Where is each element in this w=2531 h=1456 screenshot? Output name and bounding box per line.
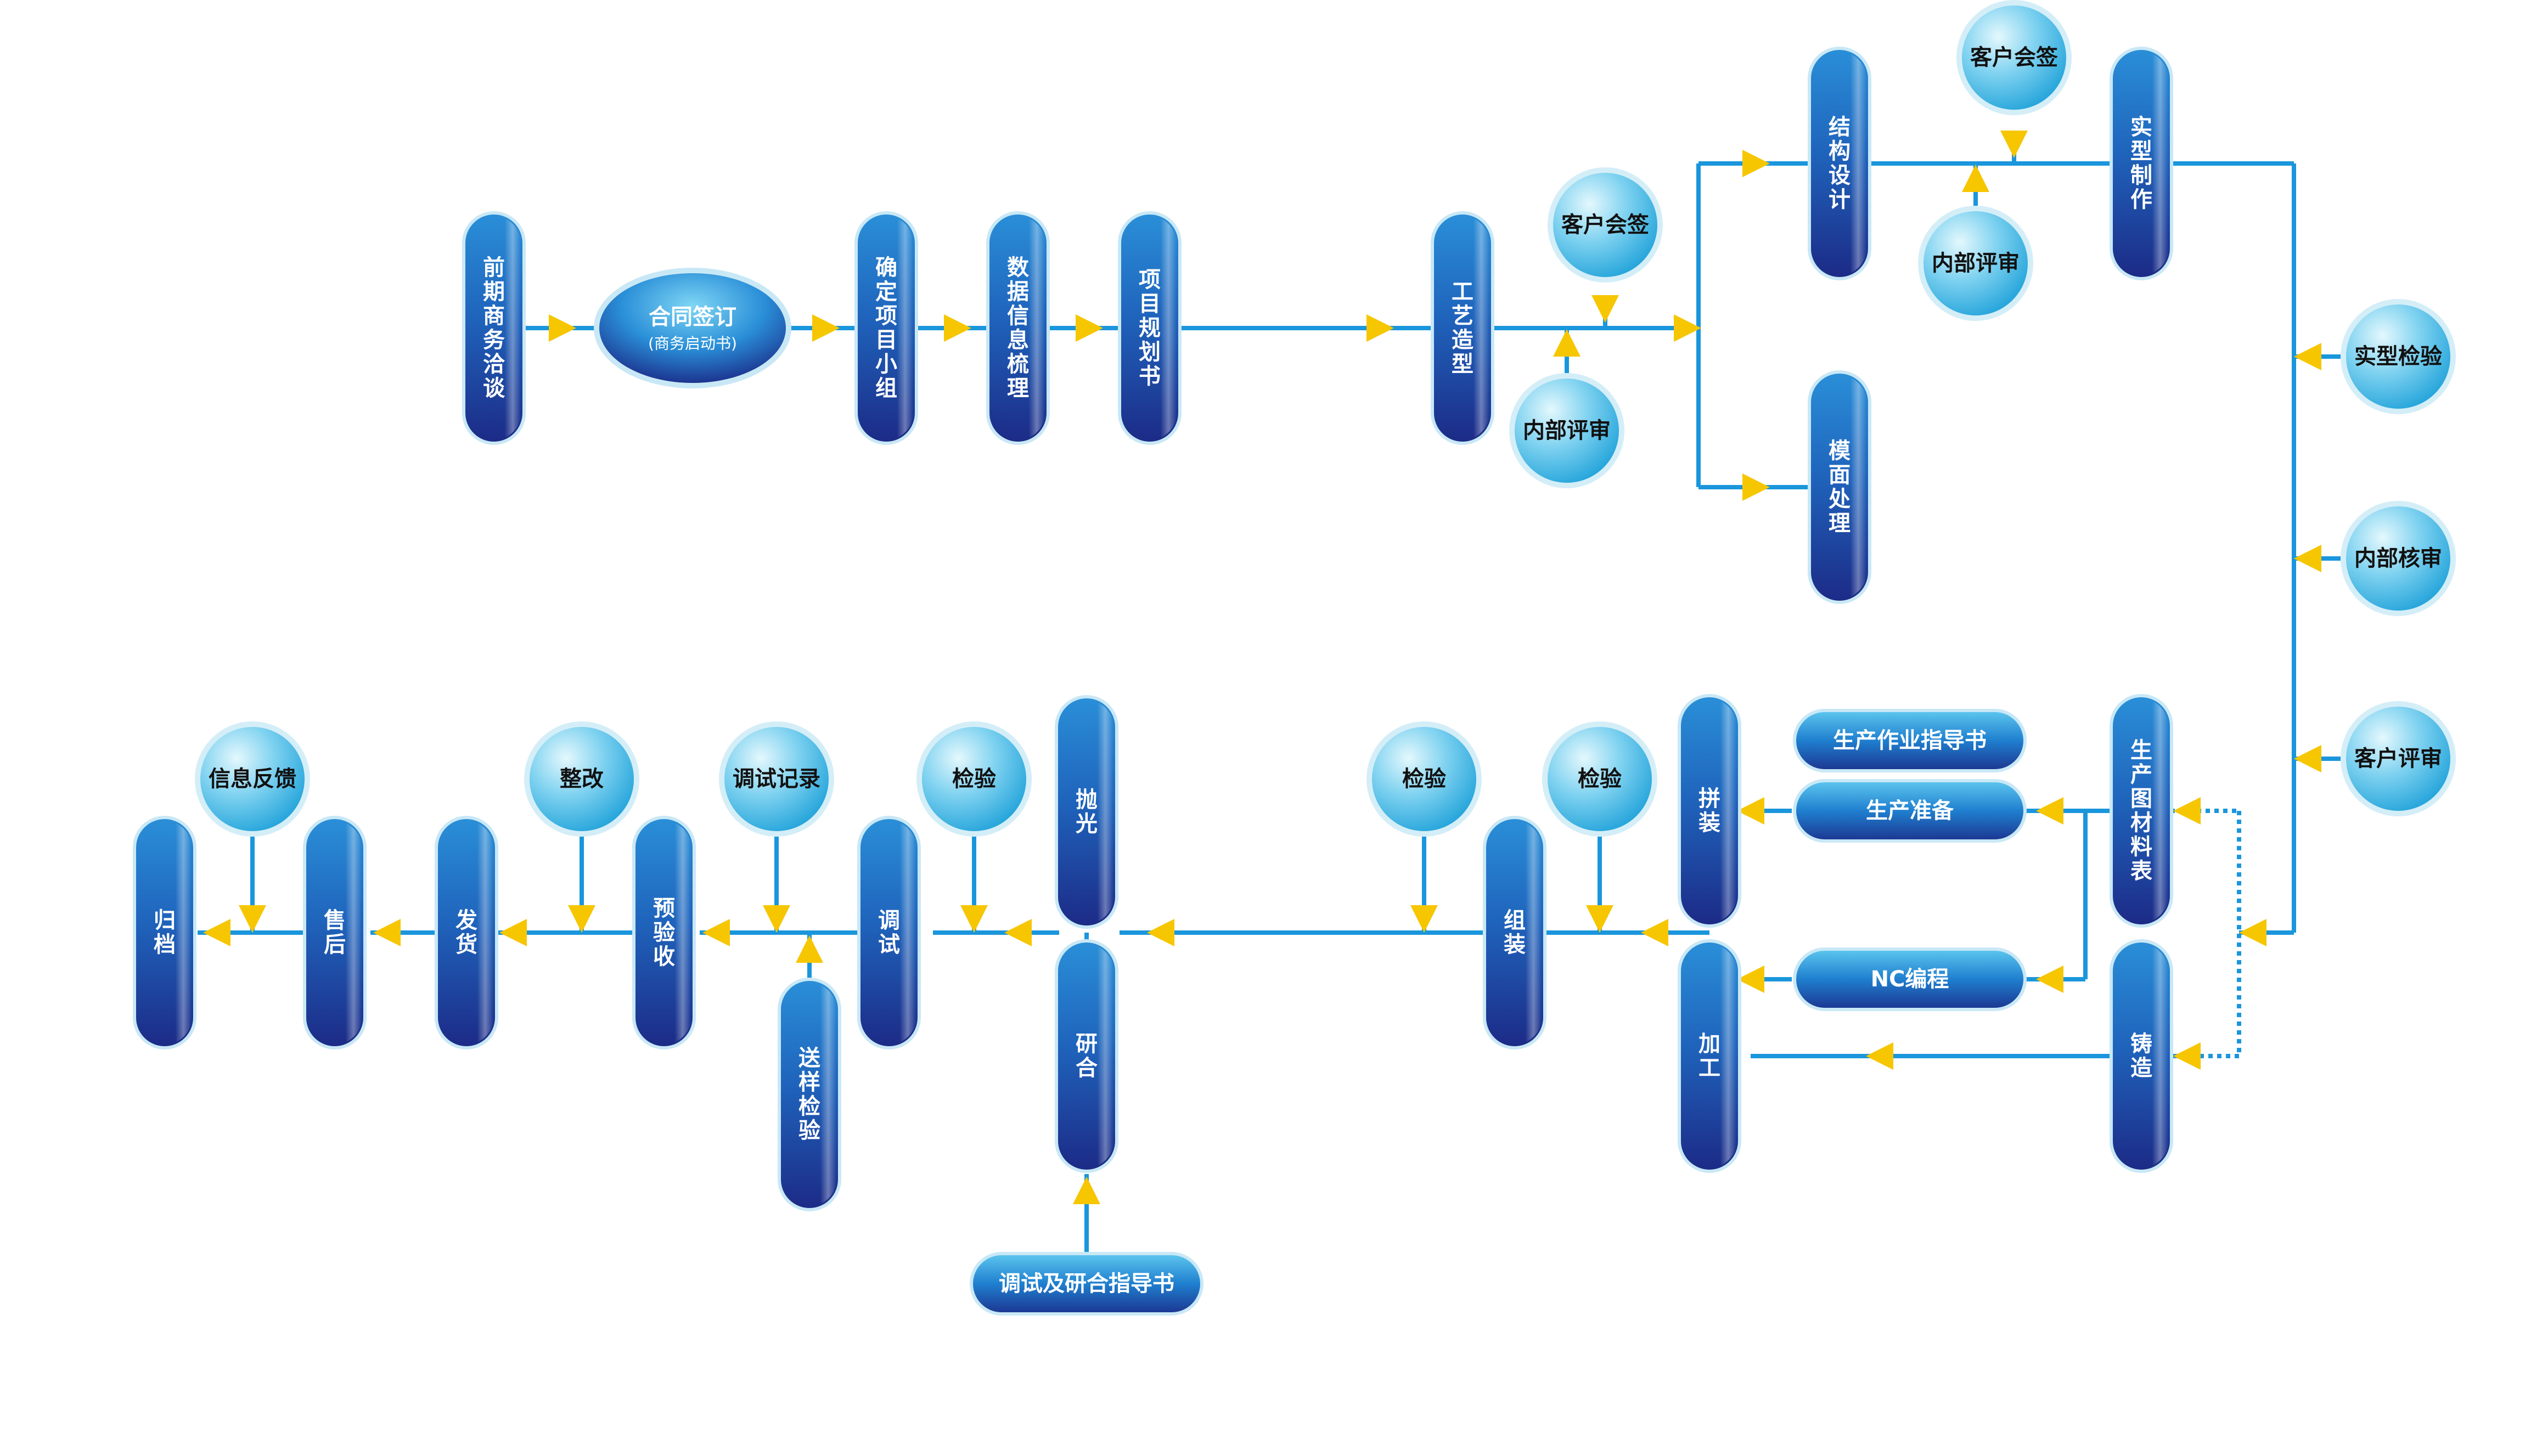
node-zhuzao[interactable]: 铸造	[2110, 939, 2173, 1173]
node-queding[interactable]: 确定项目小组	[854, 211, 918, 445]
node-label-neibu_pingshen_1: 内部评审	[1523, 418, 1611, 443]
node-shixing_jianyan[interactable]: 实型检验	[2341, 299, 2456, 414]
node-label-pinzhuang: 拼装	[1698, 786, 1720, 836]
node-neibu_heshen[interactable]: 内部核审	[2341, 501, 2456, 616]
node-label-tiaoshi: 调试	[878, 908, 900, 957]
node-jianyan_a[interactable]: 检验	[1366, 721, 1482, 837]
node-label-shouhou: 售后	[324, 908, 346, 957]
node-tiaoshi_zhidaoshu[interactable]: 调试及研合指导书	[970, 1252, 1203, 1316]
node-label-momian: 模面处理	[1829, 438, 1851, 536]
node-label-tiaoshi_zhidaoshu: 调试及研合指导书	[999, 1271, 1174, 1296]
node-label-zuoye_zhidaoshu: 生产作业指导书	[1833, 728, 1987, 753]
node-kehu_huiqian_1[interactable]: 客户会签	[1548, 167, 1663, 283]
node-yanshou[interactable]: 预验收	[632, 816, 696, 1049]
node-fahuo[interactable]: 发货	[435, 816, 498, 1049]
node-label-jianyan_c: 检验	[952, 766, 996, 792]
node-shengchan_zhunbei[interactable]: 生产准备	[1793, 779, 2027, 843]
node-tiaoshi_jilu[interactable]: 调试记录	[719, 721, 834, 837]
node-shixing[interactable]: 实型制作	[2110, 47, 2173, 280]
node-label-shixing: 实型制作	[2130, 115, 2152, 212]
node-label-tiaoshi_jilu: 调试记录	[733, 766, 820, 792]
node-label-neibu_heshen: 内部核审	[2354, 546, 2442, 571]
node-label-gongyi: 工艺造型	[1452, 279, 1473, 377]
node-label-kehu_huiqian_2: 客户会签	[1970, 45, 2058, 70]
node-label-guidang: 归档	[154, 908, 176, 957]
node-label-shengchan_zhunbei: 生产准备	[1866, 798, 1954, 823]
node-xinxi_fankui[interactable]: 信息反馈	[195, 721, 310, 837]
node-label-paoguang: 抛光	[1076, 787, 1098, 837]
node-label-shuju: 数据信息梳理	[1007, 255, 1029, 401]
node-label-jianyan_a: 检验	[1402, 766, 1446, 792]
node-zhenggai[interactable]: 整改	[524, 721, 639, 837]
node-label-queding: 确定项目小组	[875, 255, 897, 401]
node-kehu_huiqian_2[interactable]: 客户会签	[1956, 0, 2072, 115]
node-yanhe[interactable]: 研合	[1055, 939, 1118, 1173]
dotted-connector	[2170, 809, 2241, 1058]
node-label-zhenggai: 整改	[560, 766, 604, 792]
node-jianyan_c[interactable]: 检验	[916, 721, 1032, 837]
node-guidang[interactable]: 归档	[133, 816, 196, 1049]
node-label-songyang: 送样检验	[798, 1046, 820, 1143]
node-neibu_pingshen_2[interactable]: 内部评审	[1918, 206, 2033, 321]
node-songyang[interactable]: 送样检验	[778, 978, 841, 1211]
node-label-jiagong: 加工	[1698, 1031, 1720, 1081]
node-label-kehu_huiqian_1: 客户会签	[1561, 212, 1649, 238]
node-zuzhuang[interactable]: 组装	[1483, 816, 1546, 1049]
node-pinzhuang[interactable]: 拼装	[1678, 694, 1741, 928]
node-label-neibu_pingshen_2: 内部评审	[1932, 251, 2020, 276]
node-paoguang[interactable]: 抛光	[1055, 695, 1118, 929]
node-label-jiegou: 结构设计	[1829, 115, 1851, 212]
node-sublabel-hetong: (商务启动书)	[648, 335, 737, 353]
node-label-nc: NC编程	[1871, 967, 1949, 992]
node-label-hetong: 合同签订	[649, 304, 736, 330]
node-label-xinxi_fankui: 信息反馈	[209, 766, 296, 792]
node-momian[interactable]: 模面处理	[1808, 370, 1871, 604]
node-label-yanhe: 研合	[1076, 1031, 1098, 1081]
node-shengchantu[interactable]: 生产图材料表	[2110, 694, 2173, 928]
node-xiangmu[interactable]: 项目规划书	[1118, 211, 1182, 445]
node-label-qianqi: 前期商务洽谈	[483, 255, 505, 401]
node-nc[interactable]: NC编程	[1793, 947, 2027, 1011]
arrowheads	[203, 131, 2321, 1204]
node-label-shixing_jianyan: 实型检验	[2354, 344, 2442, 369]
node-label-zuzhuang: 组装	[1504, 908, 1526, 957]
node-jiegou[interactable]: 结构设计	[1808, 47, 1871, 280]
node-jianyan_b[interactable]: 检验	[1542, 721, 1657, 837]
node-label-shengchantu: 生产图材料表	[2130, 738, 2152, 884]
node-label-zhuzao: 铸造	[2130, 1031, 2152, 1081]
node-label-fahuo: 发货	[455, 908, 477, 957]
node-label-xiangmu: 项目规划书	[1139, 267, 1161, 389]
node-neibu_pingshen_1[interactable]: 内部评审	[1509, 373, 1624, 488]
node-jiagong[interactable]: 加工	[1678, 939, 1741, 1173]
node-hetong[interactable]: 合同签订 (商务启动书)	[594, 268, 791, 388]
node-kehu_pingshen[interactable]: 客户评审	[2341, 701, 2456, 816]
node-zuoye_zhidaoshu[interactable]: 生产作业指导书	[1793, 709, 2027, 772]
node-gongyi[interactable]: 工艺造型	[1431, 211, 1494, 445]
node-label-kehu_pingshen: 客户评审	[2354, 746, 2442, 771]
node-label-yanshou: 预验收	[653, 896, 675, 969]
node-label-jianyan_b: 检验	[1578, 766, 1622, 792]
node-shuju[interactable]: 数据信息梳理	[986, 211, 1050, 445]
node-shouhou[interactable]: 售后	[303, 816, 367, 1049]
node-tiaoshi[interactable]: 调试	[857, 816, 921, 1049]
node-qianqi[interactable]: 前期商务洽谈	[462, 211, 526, 445]
